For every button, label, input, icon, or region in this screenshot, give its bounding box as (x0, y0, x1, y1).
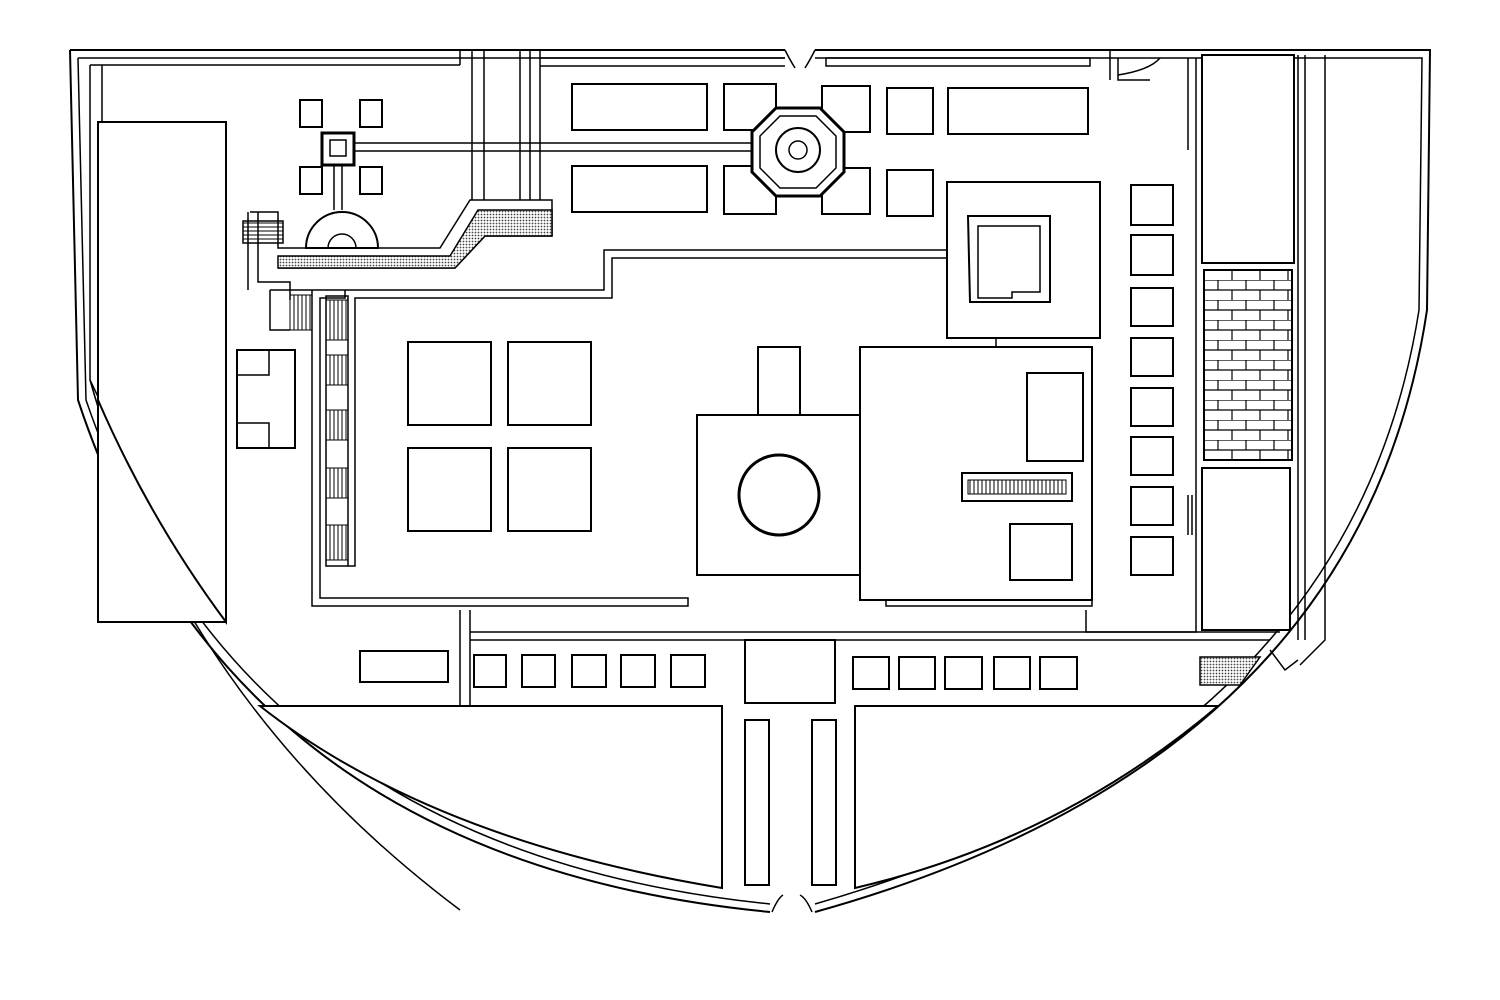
west-stair-column (325, 295, 349, 567)
east-hall (859, 346, 1093, 607)
central-building (696, 346, 861, 576)
left-wing-curve (97, 121, 227, 626)
corridor-top (459, 50, 541, 200)
pavilion-top-left (299, 99, 760, 249)
entrance-door-top (784, 49, 816, 69)
northeast-court (946, 181, 1101, 346)
stair-left-top (242, 220, 284, 244)
east-wing (1199, 54, 1326, 686)
left-small-building (236, 349, 296, 449)
south-row-wall (459, 610, 1280, 705)
door-northeast (1117, 57, 1161, 76)
south-row-rooms (359, 639, 1078, 704)
left-terrace-wall (247, 212, 291, 331)
south-east-garden (854, 705, 1221, 890)
stair-west-1 (289, 294, 313, 331)
east-room-column (1130, 184, 1174, 576)
south-path-left (744, 719, 770, 886)
south-path-right (811, 719, 837, 886)
hatched-ramp (277, 209, 553, 269)
central-compound-wall (270, 249, 969, 607)
entrance-door-bottom (771, 894, 813, 913)
octagon-pavilion (750, 106, 846, 198)
four-square-garden (407, 341, 592, 532)
south-west-garden (257, 705, 723, 890)
